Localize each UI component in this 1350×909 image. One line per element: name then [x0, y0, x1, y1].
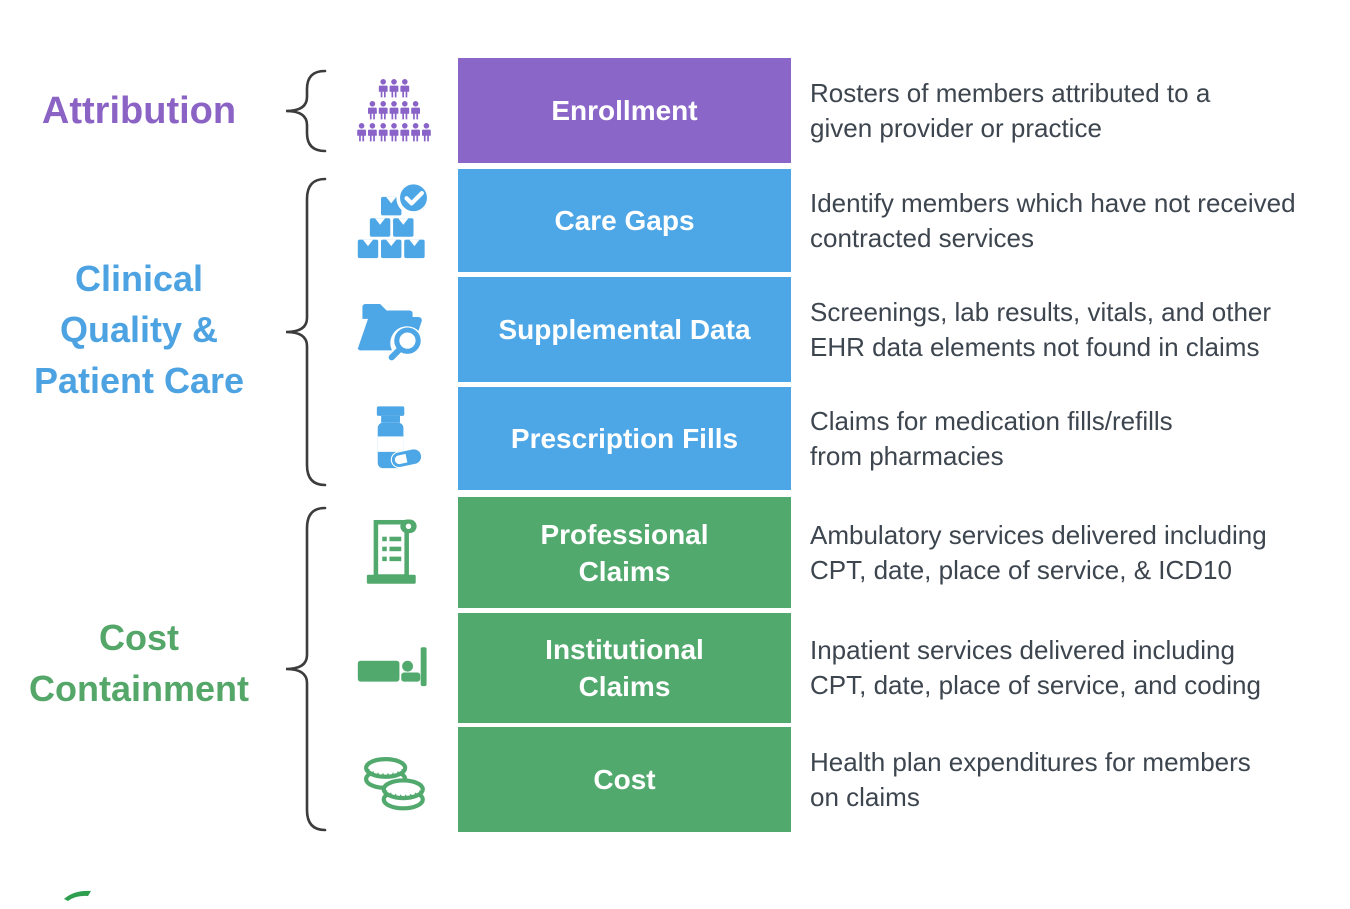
clinical-quality-brace	[285, 177, 327, 487]
box-title: Institutional Claims	[545, 634, 704, 702]
row-enrollment: Enrollment Rosters of members attributed…	[0, 58, 1350, 163]
cost-box: Cost	[458, 727, 791, 832]
care-gaps-description: Identify members which have not received…	[810, 187, 1296, 253]
care-gaps-box: Care Gaps	[458, 169, 791, 272]
row-prescription-fills: Prescription Fills Claims for medication…	[0, 387, 1350, 490]
group-label-clinical-quality: Clinical Quality & Patient Care	[33, 258, 245, 401]
receipt-scroll-icon	[348, 497, 440, 608]
institutional-claims-description: Inpatient services delivered including C…	[810, 635, 1261, 700]
cost-containment-brace	[285, 506, 327, 832]
hospital-bed-icon	[348, 613, 440, 723]
prescription-fills-description: Claims for medication fills/refills from…	[810, 405, 1173, 471]
row-supplemental-data: Supplemental Data Screenings, lab result…	[0, 277, 1350, 382]
row-institutional-claims: Institutional Claims Inpatient services …	[0, 613, 1350, 723]
coins-icon	[348, 727, 440, 832]
professional-claims-box: Professional Claims	[458, 497, 791, 608]
attribution-brace	[285, 69, 327, 153]
box-title: Cost	[593, 764, 656, 795]
enrollment-people-icon	[348, 58, 440, 163]
row-care-gaps: Care Gaps Identify members which have no…	[0, 169, 1350, 272]
box-title: Enrollment	[551, 95, 698, 126]
logo-swoosh-fragment	[64, 890, 91, 901]
box-title: Professional Claims	[540, 518, 709, 587]
box-title: Supplemental Data	[498, 314, 751, 345]
professional-claims-description: Ambulatory services delivered including …	[810, 519, 1267, 585]
enrollment-description: Rosters of members attributed to a given…	[810, 77, 1211, 143]
care-gaps-cubes-icon	[348, 169, 440, 272]
supplemental-data-box: Supplemental Data	[458, 277, 791, 382]
prescription-fills-box: Prescription Fills	[458, 387, 791, 490]
box-title: Prescription Fills	[510, 423, 739, 454]
enrollment-box: Enrollment	[458, 58, 791, 163]
group-label-attribution: Attribution	[41, 90, 237, 132]
group-label-cost-containment: Cost Containment	[29, 617, 249, 709]
cost-description: Health plan expenditures for members on …	[810, 746, 1251, 812]
row-professional-claims: Professional Claims Ambulatory services …	[0, 497, 1350, 608]
row-cost: Cost Health plan expenditures for member…	[0, 727, 1350, 832]
folder-search-icon	[348, 277, 440, 382]
institutional-claims-box: Institutional Claims	[458, 613, 791, 723]
supplemental-data-description: Screenings, lab results, vitals, and oth…	[810, 296, 1272, 362]
pill-bottle-icon	[348, 387, 440, 490]
box-title: Care Gaps	[554, 205, 695, 236]
